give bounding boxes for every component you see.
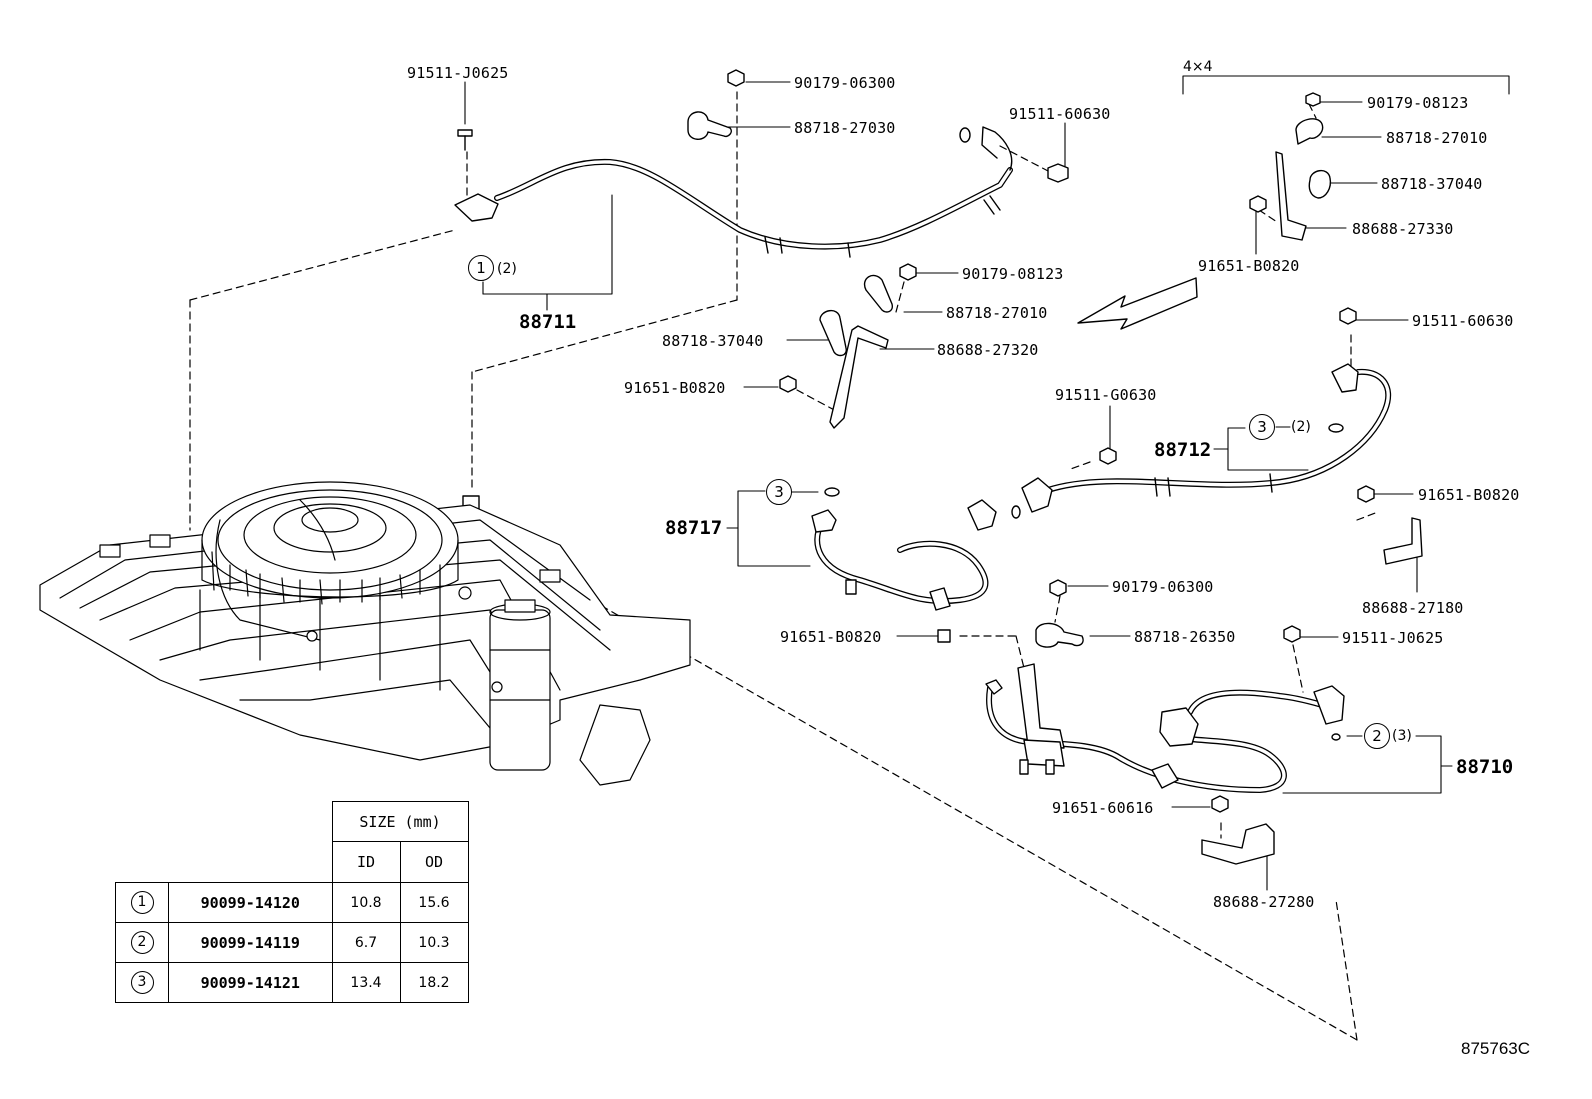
size-row-od: 15.6 bbox=[399, 882, 469, 923]
direction-arrow bbox=[1077, 277, 1198, 330]
part-label-88688-27320: 88688-27320 bbox=[937, 341, 1039, 359]
size-row-number: 1 bbox=[130, 891, 154, 914]
variant-header-4x4: 4×4 bbox=[1183, 59, 1213, 75]
table-row: 3 90099-14121 13.4 18.2 bbox=[115, 962, 469, 1003]
tube-88710 bbox=[985, 663, 1345, 793]
o-ring-size-table: SIZE (mm) ID OD 1 90099-14120 10.8 15.6 … bbox=[115, 801, 469, 1003]
fasteners bbox=[457, 69, 1423, 865]
explode-lines bbox=[189, 91, 1379, 1041]
part-label-88688-27330: 88688-27330 bbox=[1352, 220, 1454, 238]
size-table-header-od: OD bbox=[399, 841, 469, 883]
condenser-assembly bbox=[39, 481, 691, 786]
part-label-90179-06300: 90179-06300 bbox=[794, 74, 896, 92]
o-ring-qty: (2) bbox=[1291, 419, 1311, 435]
part-label-88718-37040: 88718-37040 bbox=[1381, 175, 1483, 193]
o-ring-qty: (2) bbox=[497, 261, 517, 277]
tube-88717 bbox=[811, 487, 997, 611]
part-label-88688-27280: 88688-27280 bbox=[1213, 893, 1315, 911]
size-row-part: 90099-14121 bbox=[168, 962, 333, 1003]
size-row-od: 18.2 bbox=[399, 962, 469, 1003]
size-row-part: 90099-14119 bbox=[168, 922, 333, 963]
hose-88711 bbox=[454, 126, 1013, 258]
size-row-id: 13.4 bbox=[331, 962, 401, 1003]
drawing-number: 875763C bbox=[1461, 1039, 1531, 1058]
hose-88712 bbox=[1011, 363, 1392, 519]
size-table-title: SIZE (mm) bbox=[331, 801, 469, 842]
size-table-header-id: ID bbox=[331, 841, 401, 883]
part-label-91651-B0820: 91651-B0820 bbox=[1418, 486, 1520, 504]
part-label-91651-B0820: 91651-B0820 bbox=[780, 628, 882, 646]
part-label-91511-G0630: 91511-G0630 bbox=[1055, 386, 1157, 404]
size-row-part: 90099-14120 bbox=[168, 882, 333, 923]
part-label-91651-60616: 91651-60616 bbox=[1052, 799, 1154, 817]
leader-lines bbox=[464, 75, 1510, 891]
group-label-88710: 88710 bbox=[1456, 756, 1514, 778]
part-label-88688-27180: 88688-27180 bbox=[1362, 599, 1464, 617]
part-label-88718-27010: 88718-27010 bbox=[1386, 129, 1488, 147]
part-label-91511-60630: 91511-60630 bbox=[1412, 312, 1514, 330]
o-ring-callout-2: 2 bbox=[1364, 723, 1390, 749]
part-label-88718-27010: 88718-27010 bbox=[946, 304, 1048, 322]
o-ring-qty: (3) bbox=[1392, 728, 1412, 744]
part-label-88718-27030: 88718-27030 bbox=[794, 119, 896, 137]
part-label-91651-B0820: 91651-B0820 bbox=[624, 379, 726, 397]
part-label-90179-06300: 90179-06300 bbox=[1112, 578, 1214, 596]
o-ring-callout-1: 1 bbox=[468, 255, 494, 281]
group-label-88717: 88717 bbox=[665, 517, 723, 539]
table-row: 1 90099-14120 10.8 15.6 bbox=[115, 882, 469, 923]
group-label-88712: 88712 bbox=[1154, 439, 1212, 461]
table-row: 2 90099-14119 6.7 10.3 bbox=[115, 922, 469, 963]
part-label-90179-08123: 90179-08123 bbox=[962, 265, 1064, 283]
part-label-91511-J0625: 91511-J0625 bbox=[1342, 629, 1444, 647]
size-row-number: 3 bbox=[130, 971, 154, 994]
part-label-91511-J0625: 91511-J0625 bbox=[407, 64, 509, 82]
group-label-88711: 88711 bbox=[519, 311, 577, 333]
size-row-id: 6.7 bbox=[331, 922, 401, 963]
part-label-90179-08123: 90179-08123 bbox=[1367, 94, 1469, 112]
o-ring-callout-3: 3 bbox=[1249, 414, 1275, 440]
o-ring-callout-3: 3 bbox=[766, 479, 792, 505]
part-label-91651-B0820: 91651-B0820 bbox=[1198, 257, 1300, 275]
size-row-number: 2 bbox=[130, 931, 154, 954]
part-label-88718-26350: 88718-26350 bbox=[1134, 628, 1236, 646]
size-row-od: 10.3 bbox=[399, 922, 469, 963]
part-label-88718-37040: 88718-37040 bbox=[662, 332, 764, 350]
size-row-id: 10.8 bbox=[331, 882, 401, 923]
part-label-91511-60630: 91511-60630 bbox=[1009, 105, 1111, 123]
